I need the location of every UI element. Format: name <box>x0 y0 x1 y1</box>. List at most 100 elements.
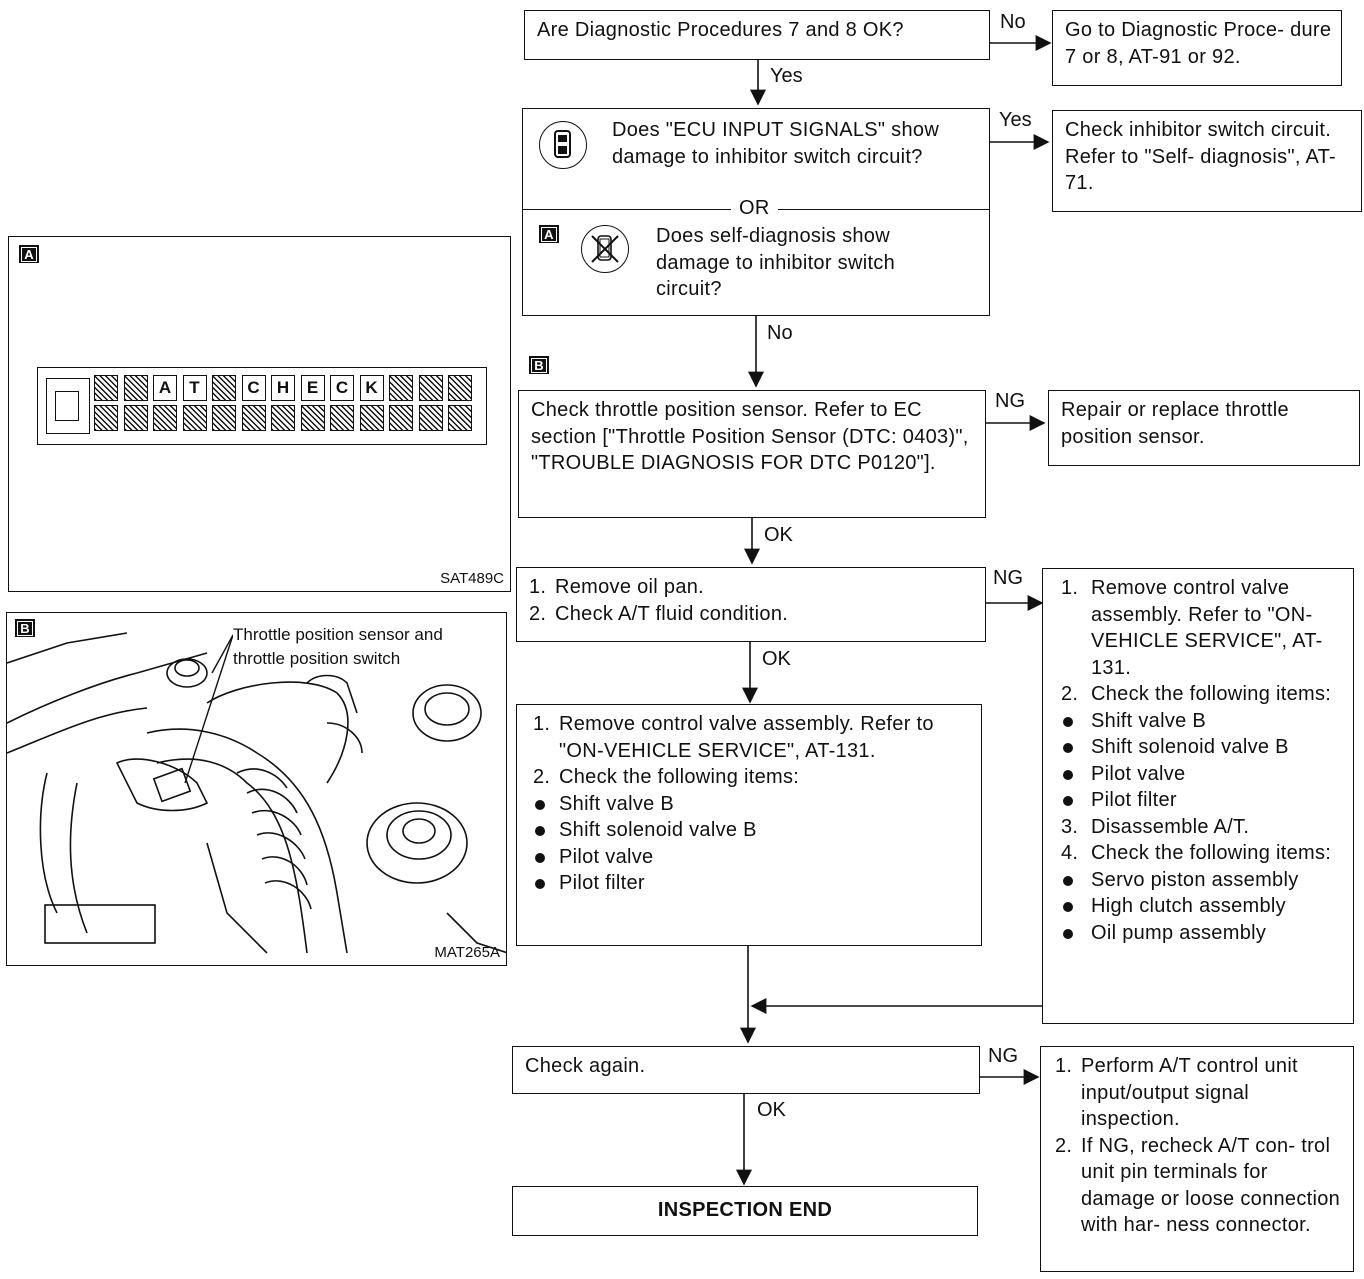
question-text: Check throttle position sensor. Refer to… <box>531 399 969 474</box>
display-cell-top <box>94 375 118 401</box>
bullet-item: Pilot filter <box>1061 787 1341 814</box>
bullet-item: Pilot valve <box>1061 761 1341 788</box>
inspection-end: INSPECTION END <box>512 1186 978 1236</box>
display-cell-bottom <box>418 405 443 431</box>
question-diagnostic-procedures: Are Diagnostic Procedures 7 and 8 OK? <box>524 10 990 60</box>
display-cell-top: T <box>182 375 207 401</box>
q3-ng-label: NG <box>995 390 1025 412</box>
display-cell-bottom <box>271 405 295 431</box>
q4-ng-label: NG <box>993 567 1023 589</box>
step-item: Disassemble A/T. <box>1061 814 1341 841</box>
question-inhibitor-switch: Does "ECU INPUT SIGNALS" show damage to … <box>522 108 990 316</box>
bullet-item: Servo piston assembly <box>1061 867 1341 894</box>
display-cell-top <box>212 375 236 401</box>
figure-a-code: SAT489C <box>440 570 504 587</box>
step-item: If NG, recheck A/T con- trol unit pin te… <box>1055 1133 1341 1239</box>
figure-b-callout: Throttle position sensor and throttle po… <box>233 623 473 671</box>
q4-ok-label: OK <box>762 648 791 670</box>
no-tool-icon <box>581 225 629 273</box>
bullet-item: Shift valve B <box>533 791 969 818</box>
result-text: Go to Diagnostic Proce- dure 7 or 8, AT-… <box>1065 19 1332 68</box>
bullet-item: Shift valve B <box>1061 708 1341 735</box>
step-item: Perform A/T control unit input/output si… <box>1055 1053 1341 1133</box>
result-repair-throttle-sensor: Repair or replace throttle position sens… <box>1048 390 1360 466</box>
bullet-item: Shift solenoid valve B <box>1061 734 1341 761</box>
step-item: Check the following items: <box>1061 840 1341 867</box>
figure-b-tag: B <box>15 619 35 637</box>
or-label: OR <box>731 196 778 220</box>
display-cell-top: C <box>330 375 354 401</box>
result-control-valve-full: Remove control valve assembly. Refer to … <box>1042 568 1354 1024</box>
step-item: Check A/T fluid condition. <box>529 601 973 628</box>
consult-tester-icon <box>539 121 587 169</box>
step-item: Remove oil pan. <box>529 574 973 601</box>
display-cell-top: A <box>153 375 177 401</box>
engine-bay-illustration <box>7 632 506 954</box>
display-cell-bottom <box>153 405 177 431</box>
display-indicator-window <box>46 378 90 434</box>
display-cell-top <box>389 375 413 401</box>
step-list: Remove oil pan. Check A/T fluid conditio… <box>529 574 973 627</box>
result-text: Check inhibitor switch circuit. Refer to… <box>1065 119 1337 194</box>
step-list: Perform A/T control unit input/output si… <box>1055 1053 1341 1239</box>
display-cell-top: C <box>241 375 266 401</box>
or-divider: OR <box>523 196 989 220</box>
display-cell-bottom <box>182 405 207 431</box>
display-cell-bottom <box>94 405 118 431</box>
question-throttle-position-sensor: Check throttle position sensor. Refer to… <box>518 390 986 518</box>
step-item: Check the following items: <box>533 764 969 791</box>
step-list: Remove control valve assembly. Refer to … <box>533 711 969 791</box>
question-text: Check again. <box>525 1055 646 1077</box>
step-list: Disassemble A/T. Check the following ite… <box>1061 814 1341 867</box>
bullet-item: High clutch assembly <box>1061 893 1341 920</box>
result-go-to-procedure: Go to Diagnostic Proce- dure 7 or 8, AT-… <box>1052 10 1342 86</box>
result-perform-inspection: Perform A/T control unit input/output si… <box>1040 1046 1354 1272</box>
figure-a-tag: A <box>19 245 39 263</box>
bullet-list: Servo piston assembly High clutch assemb… <box>1061 867 1341 947</box>
step-item: Check the following items: <box>1061 681 1341 708</box>
q6-ng-label: NG <box>988 1045 1018 1067</box>
tag-b: B <box>529 356 549 374</box>
end-text: INSPECTION END <box>657 1199 833 1221</box>
consult-question-text: Does "ECU INPUT SIGNALS" show damage to … <box>612 119 940 168</box>
step-control-valve: Remove control valve assembly. Refer to … <box>516 704 982 946</box>
figure-b-code: MAT265A <box>434 944 500 961</box>
step-item: Remove control valve assembly. Refer to … <box>533 711 969 764</box>
bullet-item: Pilot filter <box>533 870 969 897</box>
figure-b-engine-bay: B Throttle position sensor and throttle … <box>6 612 507 966</box>
display-cell-bottom <box>389 405 413 431</box>
display-cell-bottom <box>123 405 148 431</box>
q3-ok-label: OK <box>764 524 793 546</box>
question-check-again: Check again. <box>512 1046 980 1094</box>
display-cell-bottom <box>359 405 384 431</box>
result-check-inhibitor-switch: Check inhibitor switch circuit. Refer to… <box>1052 110 1362 212</box>
q6-ok-label: OK <box>757 1099 786 1121</box>
tag-a: A <box>539 225 559 243</box>
display-cell-top <box>418 375 443 401</box>
result-text: Repair or replace throttle position sens… <box>1061 399 1289 448</box>
display-cell-top: H <box>271 375 295 401</box>
bullet-list: Shift valve B Shift solenoid valve B Pil… <box>1061 708 1341 814</box>
bullet-item: Oil pump assembly <box>1061 920 1341 947</box>
display-cell-top: E <box>300 375 325 401</box>
q1-no-label: No <box>1000 11 1026 33</box>
q2-no-label: No <box>767 322 793 344</box>
self-diagnosis-question-text: Does self-diagnosis show damage to inhib… <box>656 225 896 300</box>
bullet-item: Shift solenoid valve B <box>533 817 969 844</box>
q2-yes-label: Yes <box>999 109 1032 131</box>
display-cell-top: K <box>359 375 384 401</box>
display-cell-bottom <box>330 405 354 431</box>
display-cell-bottom <box>300 405 325 431</box>
display-cell-bottom <box>241 405 266 431</box>
display-cell-top <box>123 375 148 401</box>
step-item: Remove control valve assembly. Refer to … <box>1061 575 1341 681</box>
q1-yes-label: Yes <box>770 65 803 87</box>
display-cell-top <box>448 375 472 401</box>
bullet-item: Pilot valve <box>533 844 969 871</box>
display-cell-bottom <box>448 405 472 431</box>
question-text: Are Diagnostic Procedures 7 and 8 OK? <box>537 19 904 41</box>
step-list: Remove control valve assembly. Refer to … <box>1061 575 1341 708</box>
